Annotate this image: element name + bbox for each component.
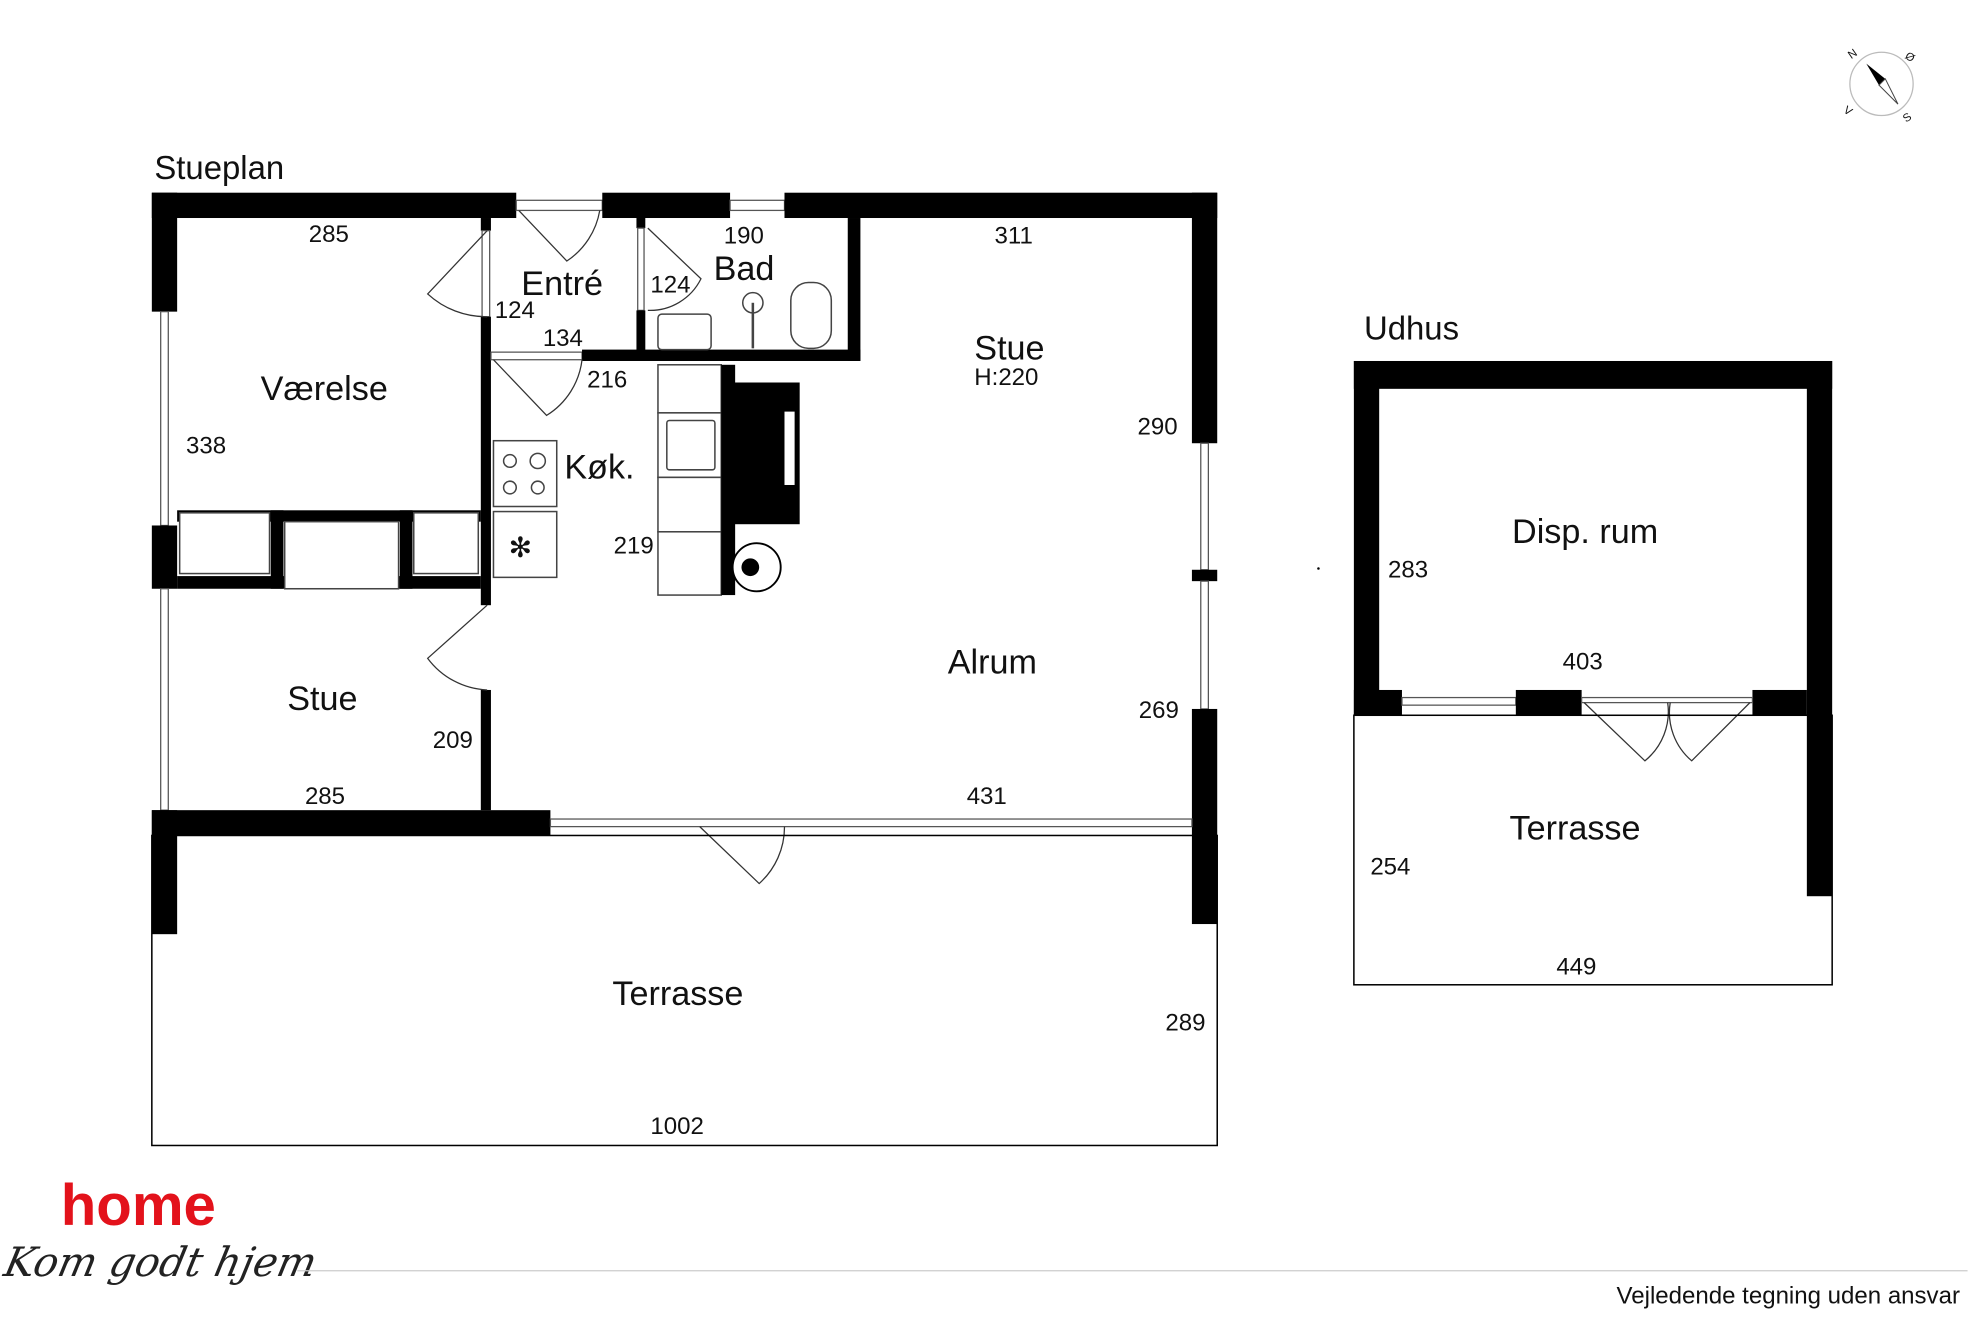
room-label-kokken: Køk. — [564, 449, 634, 487]
ceiling-height: H:220 — [974, 364, 1038, 391]
room-label-disp-rum: Disp. rum — [1512, 513, 1658, 551]
room-label-bad: Bad — [714, 250, 775, 288]
room-label-alrum: Alrum — [948, 644, 1037, 682]
dim-label: 449 — [1556, 954, 1596, 981]
dim-label: 311 — [995, 222, 1033, 249]
dishwasher-icon — [657, 531, 722, 596]
dim-label: 219 — [614, 532, 654, 559]
outbuilding-walls — [1353, 360, 1833, 897]
dim-label: 134 — [543, 325, 583, 352]
room-label-entre: Entré — [521, 265, 603, 303]
kitchen-fixtures: ✻ — [492, 364, 800, 596]
dim-label: 216 — [587, 367, 627, 394]
door-swings — [426, 209, 786, 885]
svg-text:✻: ✻ — [509, 532, 532, 563]
room-label-udhus-terrasse: Terrasse — [1510, 809, 1641, 847]
footer-disclaimer: Vejledende tegning uden ansvar — [1617, 1283, 1960, 1310]
dim-label: 290 — [1138, 413, 1178, 440]
hob-icon — [492, 439, 558, 508]
toilet-icon — [790, 281, 833, 350]
brand-name: home — [61, 1173, 216, 1238]
fan-icon — [492, 510, 558, 579]
brand-slogan: Kom godt hjem — [0, 1238, 321, 1285]
main-plan-title: Stueplan — [154, 149, 284, 186]
room-label-stue-small: Stue — [287, 680, 357, 718]
sink-icon — [657, 313, 712, 351]
dim-label: 403 — [1563, 649, 1603, 676]
dim-label: 285 — [305, 783, 345, 810]
outbuilding-title: Udhus — [1364, 309, 1459, 346]
dim-label: 289 — [1165, 1009, 1205, 1036]
dim-label: 254 — [1370, 854, 1410, 881]
dim-label: 124 — [650, 272, 690, 299]
dim-label: 1002 — [650, 1113, 703, 1140]
dim-label: 269 — [1139, 697, 1179, 724]
main-house-walls — [151, 192, 1218, 935]
compass-west: V — [1841, 104, 1854, 118]
room-label-terrasse: Terrasse — [612, 975, 743, 1013]
dim-label: 285 — [309, 221, 349, 248]
room-label-stue: Stue — [974, 330, 1044, 368]
dim-label: 338 — [186, 432, 226, 459]
dim-label: 209 — [433, 727, 473, 754]
compass-icon: N Ø S V — [1841, 47, 1917, 125]
room-label-vaerelse: Værelse — [261, 370, 388, 408]
compass-north: N — [1846, 47, 1860, 62]
dim-label: 283 — [1388, 556, 1428, 583]
main-terrace-outline — [151, 834, 1218, 1147]
compass-south: S — [1901, 111, 1914, 125]
dim-label: 190 — [724, 222, 764, 249]
dim-label: 124 — [495, 297, 535, 324]
dimension-labels: 285 124 134 190 124 311 216 338 290 219 … — [186, 221, 1603, 1140]
home-logo: home Kom godt hjem — [0, 1173, 321, 1286]
dim-label: 431 — [967, 783, 1007, 810]
outbuilding-terrace-outline — [1353, 714, 1833, 986]
bathroom-fixtures — [657, 281, 833, 351]
